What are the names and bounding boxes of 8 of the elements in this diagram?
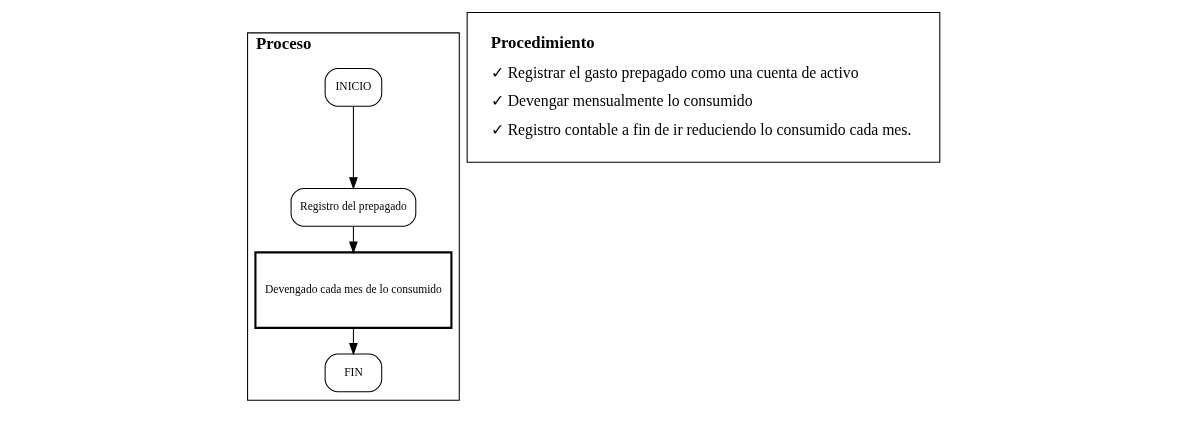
node-box: Registro del prepagado xyxy=(290,187,416,227)
node-box: FIN xyxy=(324,353,382,393)
node-box: Procedimiento ✓ Registrar el gasto prepagado como una cuenta de activo ✓ Devengar mensualmente lo consumido ✓ Registro contable a fin de ir reduciendo lo consumido cada mes. xyxy=(466,11,940,163)
node-box: INICIO xyxy=(324,67,382,107)
arrow xyxy=(348,327,358,356)
node-box: Devengado cada mes de lo consumido xyxy=(253,251,452,329)
arrow xyxy=(348,225,358,254)
arrow xyxy=(348,105,358,190)
